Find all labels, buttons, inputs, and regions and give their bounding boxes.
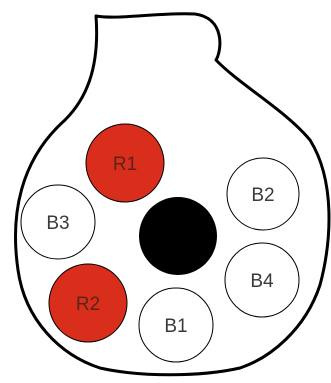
ball-b2-label: B2 [251, 185, 274, 206]
ball-r1-label: R1 [113, 154, 137, 175]
ball-r2-label: R2 [76, 294, 100, 315]
bag-outline [14, 12, 331, 377]
ball-r2: R2 [48, 263, 128, 343]
ball-b3: B3 [20, 184, 96, 260]
ball-b1: B1 [138, 287, 214, 363]
ball-r1: R1 [85, 123, 165, 203]
ball-b1-label: B1 [164, 316, 187, 337]
ball-b4-label: B4 [250, 271, 274, 292]
ball-b2: B2 [226, 157, 300, 231]
ball-b4: B4 [224, 242, 300, 318]
ball-b3-label: B3 [46, 213, 69, 234]
center-hole [139, 197, 217, 275]
